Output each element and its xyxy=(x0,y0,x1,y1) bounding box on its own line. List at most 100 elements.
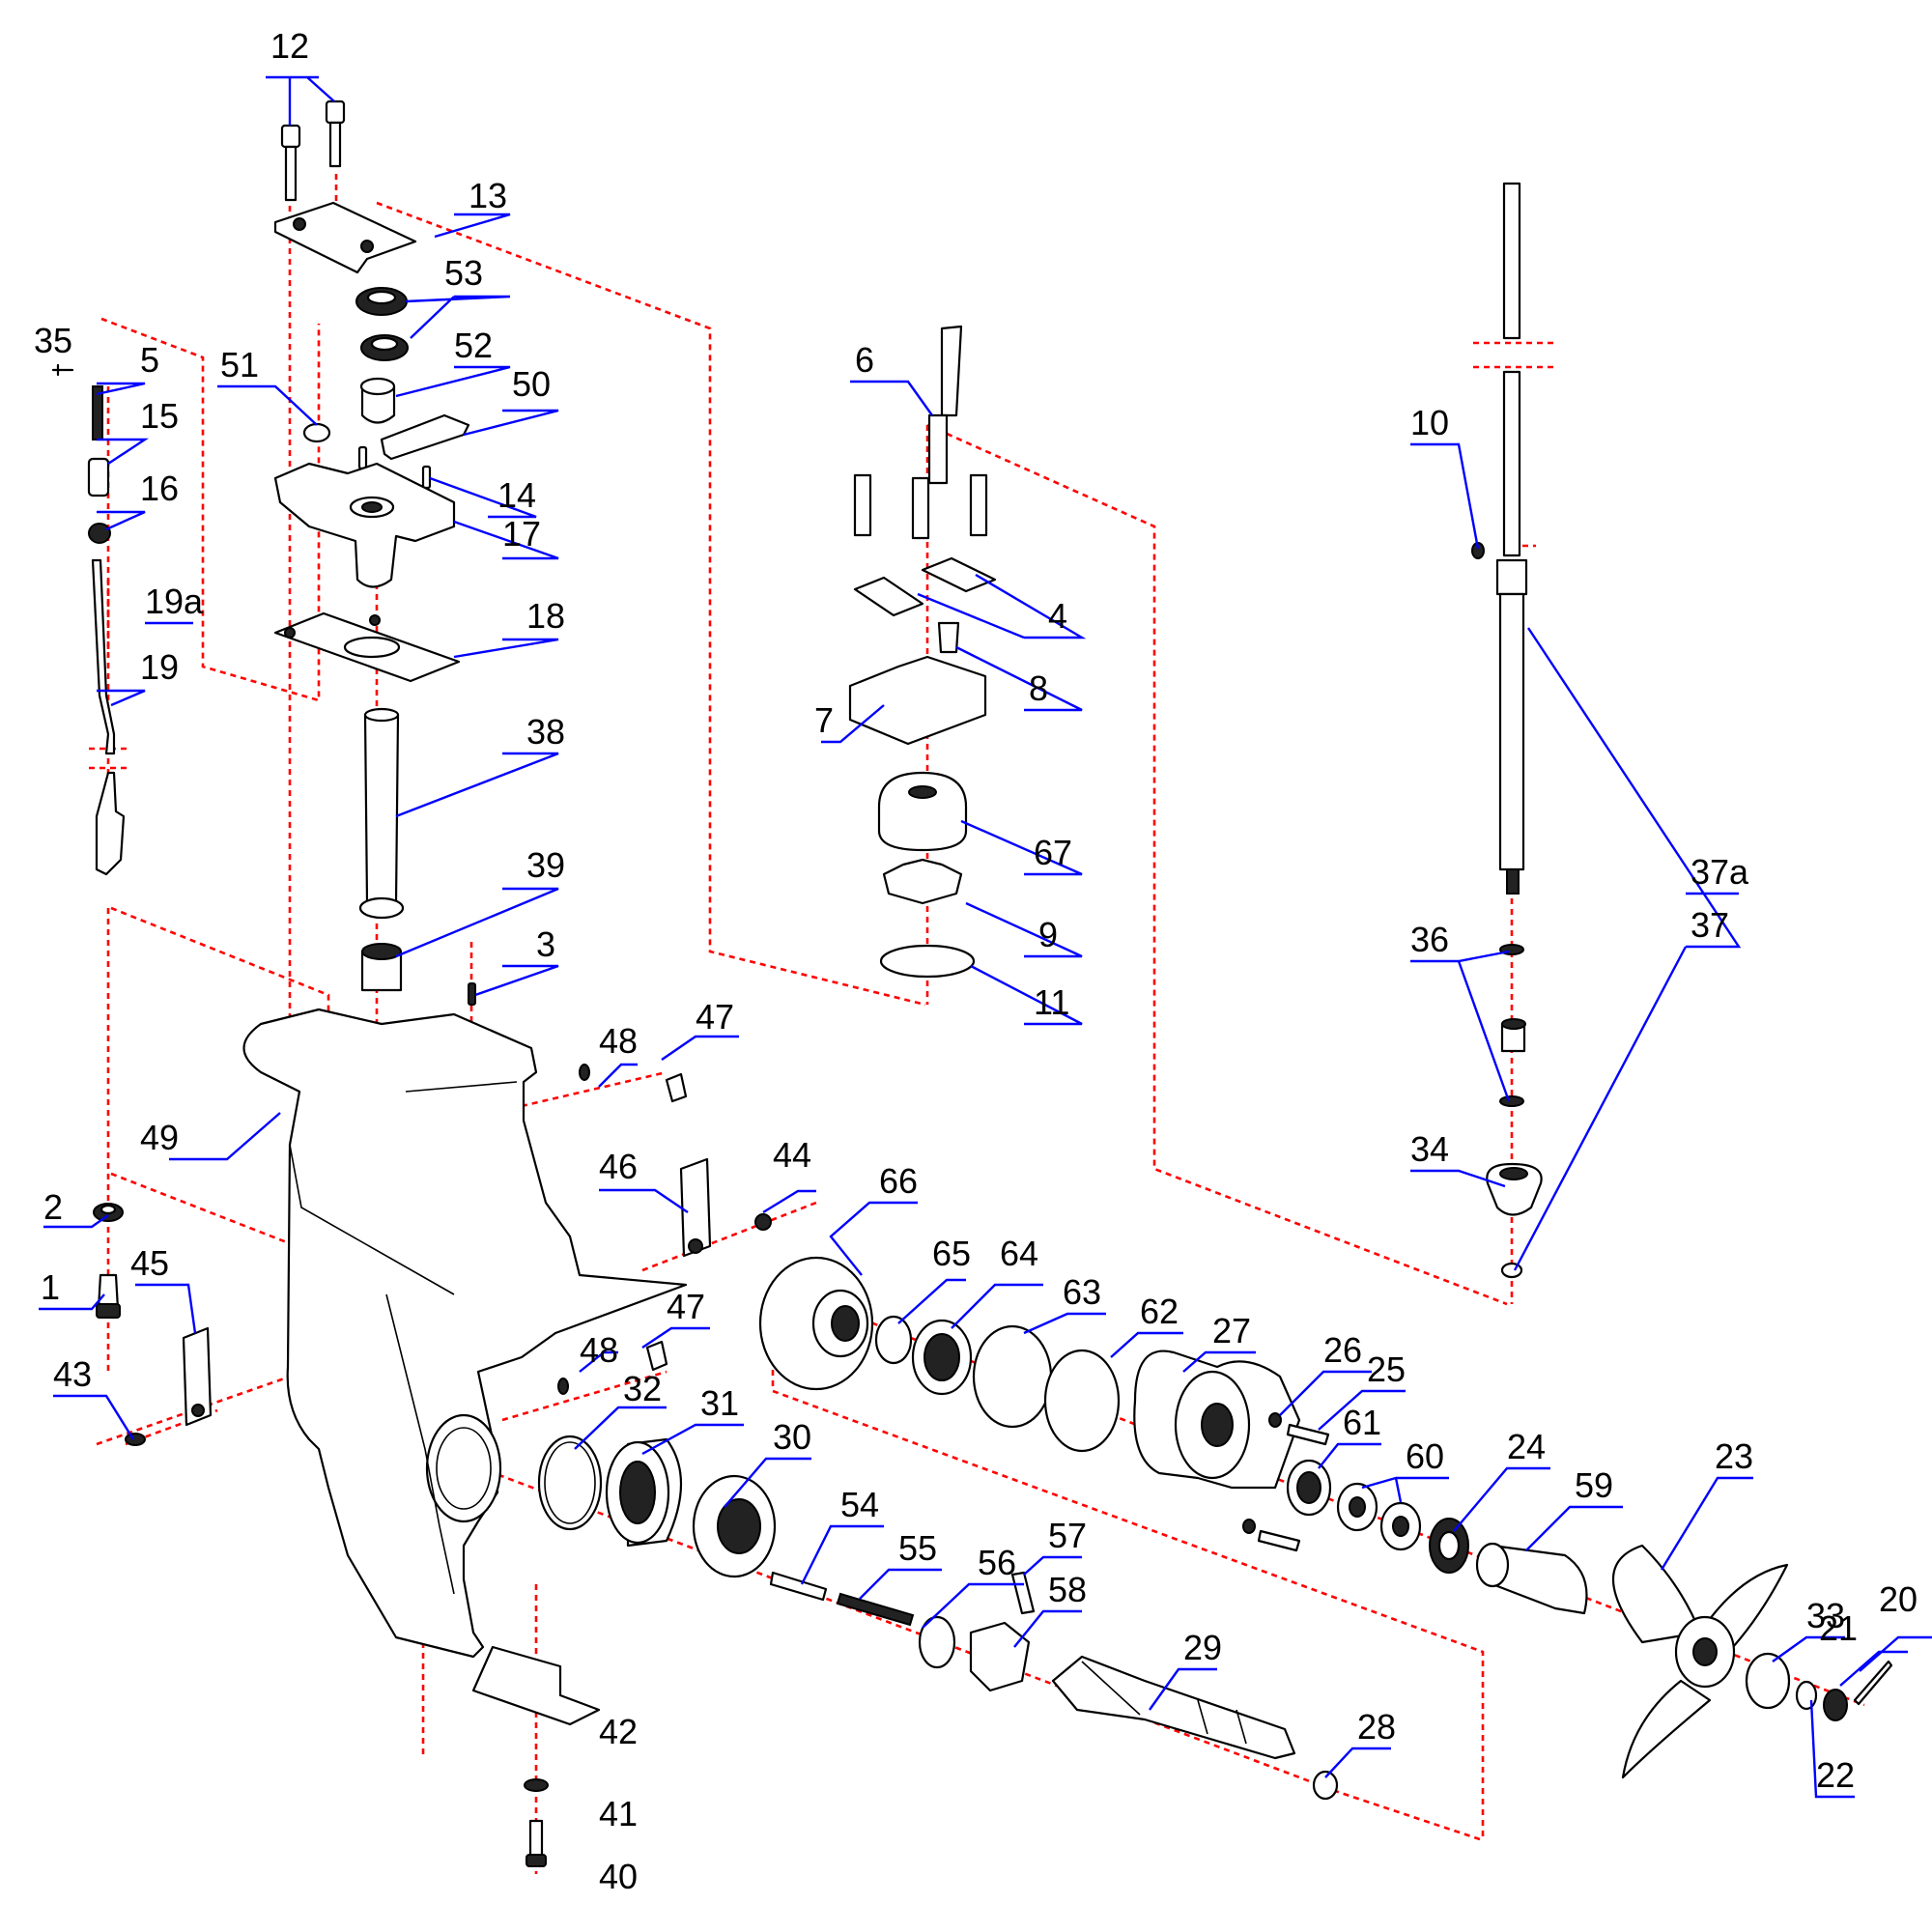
parts xyxy=(51,99,1893,1867)
impeller-9 xyxy=(882,858,963,905)
callout-48-lower-label: 48 xyxy=(580,1330,618,1370)
callout-24: 24 xyxy=(1507,1427,1546,1466)
clip-56 xyxy=(918,1615,956,1669)
gasket-11 xyxy=(879,944,976,979)
plate-4a xyxy=(921,556,997,593)
pin-54 xyxy=(769,1571,828,1602)
propeller-23 xyxy=(1611,1544,1789,1779)
pump-base-17 xyxy=(273,462,456,588)
callout-42: 42 xyxy=(599,1712,638,1751)
callout-58: 58 xyxy=(1048,1570,1087,1609)
cotter-pin-20 xyxy=(1853,1660,1893,1706)
callout-51: 51 xyxy=(220,345,259,384)
callout-40: 40 xyxy=(599,1857,638,1896)
callout-15: 15 xyxy=(140,396,179,436)
bolt-6 xyxy=(927,413,949,485)
callout-59: 59 xyxy=(1575,1465,1613,1505)
water-hose-6 xyxy=(940,325,963,417)
gasket-48a xyxy=(579,1064,590,1081)
spring-55 xyxy=(836,1592,915,1627)
callout-63: 63 xyxy=(1063,1272,1101,1312)
callout-33: 33 xyxy=(1806,1596,1845,1635)
nut-16 xyxy=(88,523,111,544)
leader-lines xyxy=(39,75,1932,1799)
pinion-gear-34 xyxy=(1486,1162,1543,1216)
anode-46 xyxy=(679,1157,712,1258)
thrust-hub-59 xyxy=(1491,1544,1588,1615)
pump-housing-7 xyxy=(848,655,987,746)
callout-47-upper-label: 47 xyxy=(696,997,734,1037)
callout-66: 66 xyxy=(879,1161,918,1201)
bolt-43 xyxy=(125,1433,146,1446)
dowel-3 xyxy=(468,982,476,1006)
callout-3: 3 xyxy=(536,924,555,964)
callout-67-label: 67 xyxy=(1034,833,1072,872)
bolt-12a-icon xyxy=(280,124,301,202)
driveshaft-37 xyxy=(1495,182,1528,895)
callout-57: 57 xyxy=(1048,1516,1087,1555)
callout-8: 8 xyxy=(1029,668,1048,708)
callout-5: 5 xyxy=(140,340,159,380)
callout-34: 34 xyxy=(1410,1129,1449,1169)
callout-labels-2: 48 47 46 44 48 47 32 31 30 54 55 56 57 5… xyxy=(580,340,1918,1896)
callout-26: 26 xyxy=(1323,1330,1362,1370)
callout-64: 64 xyxy=(1000,1234,1038,1273)
callout-45: 45 xyxy=(130,1243,169,1283)
callout-9: 9 xyxy=(1038,915,1058,954)
bushing-52 xyxy=(360,384,396,424)
callout-13: 13 xyxy=(469,176,507,215)
callout-46: 46 xyxy=(599,1147,638,1186)
washer-22 xyxy=(1795,1680,1818,1711)
callout-54: 54 xyxy=(840,1485,879,1524)
callout-52: 52 xyxy=(454,326,493,365)
callout-32: 32 xyxy=(623,1369,662,1408)
callout-44: 44 xyxy=(773,1135,811,1175)
callout-19: 19 xyxy=(140,647,179,687)
clutch-58 xyxy=(969,1621,1031,1692)
callout-16: 16 xyxy=(140,469,179,508)
callout-4: 4 xyxy=(1048,596,1067,636)
callout-19a: 19a xyxy=(145,582,204,621)
plug-44 xyxy=(754,1213,772,1231)
callout-7: 7 xyxy=(814,700,834,740)
washer-51 xyxy=(302,422,331,443)
washer-28 xyxy=(1312,1770,1339,1801)
callout-23: 23 xyxy=(1715,1436,1753,1476)
screw-47b xyxy=(645,1340,668,1372)
callout-39: 39 xyxy=(526,845,565,885)
o-ring-62 xyxy=(1043,1349,1121,1453)
callout-36: 36 xyxy=(1410,920,1449,959)
o-ring-63 xyxy=(972,1324,1053,1429)
clip-35 xyxy=(51,363,74,377)
washer-41 xyxy=(524,1778,549,1792)
callout-38: 38 xyxy=(526,712,565,752)
o-ring-32 xyxy=(537,1435,603,1531)
sleeve-15 xyxy=(87,457,110,497)
callout-11: 11 xyxy=(1034,982,1069,1022)
callout-49: 49 xyxy=(140,1118,179,1157)
callout-28: 28 xyxy=(1357,1707,1396,1747)
callout-25: 25 xyxy=(1367,1350,1406,1389)
callout-21-label: 21 xyxy=(1819,1608,1858,1648)
insert-67 xyxy=(877,771,968,852)
pin-14 xyxy=(421,465,432,490)
screw-47a xyxy=(665,1072,688,1103)
gearcase-housing-49 xyxy=(242,1008,688,1659)
callout-61: 61 xyxy=(1343,1403,1381,1442)
nut-21 xyxy=(1823,1689,1848,1721)
callout-2: 2 xyxy=(43,1187,63,1227)
bushing-8 xyxy=(937,621,960,654)
callout-29: 29 xyxy=(1183,1628,1222,1667)
callout-12: 12 xyxy=(270,26,309,66)
callout-6: 6 xyxy=(855,340,874,380)
callout-48-upper-label: 48 xyxy=(599,1021,638,1061)
ring-65 xyxy=(874,1315,913,1365)
gasket-48b xyxy=(557,1378,569,1395)
gearcase-bore xyxy=(425,1413,502,1523)
bolt-25 xyxy=(1286,1423,1330,1446)
callout-43: 43 xyxy=(53,1354,92,1394)
bracket-50 xyxy=(380,413,470,461)
callout-37: 37 xyxy=(1690,905,1729,945)
callout-31: 31 xyxy=(700,1383,739,1423)
